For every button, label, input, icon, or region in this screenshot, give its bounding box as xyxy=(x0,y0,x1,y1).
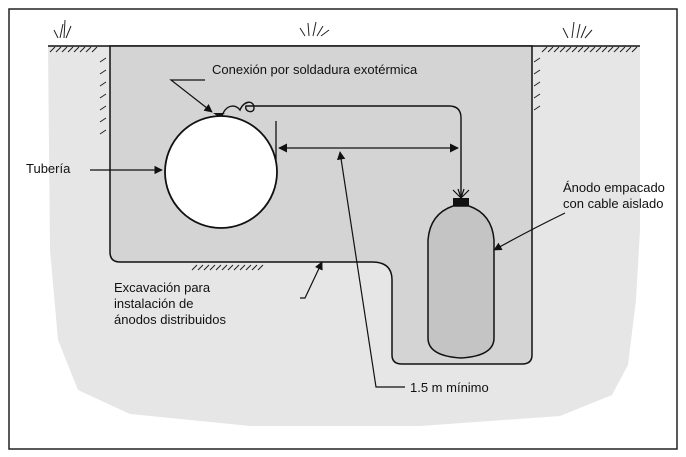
pipe-label: Tubería xyxy=(26,161,71,176)
pipe-cross-section xyxy=(164,115,278,229)
excavation-leader xyxy=(300,261,323,299)
anode-label-line2: con cable aislado xyxy=(563,196,663,211)
insulated-cable xyxy=(221,101,462,198)
distance-label: 1.5 m mínimo xyxy=(410,380,489,395)
packaged-anode xyxy=(427,188,495,359)
connection-label: Conexión por soldadura exotérmica xyxy=(212,62,418,77)
excavation-label-line3: ánodos distribuidos xyxy=(114,312,227,327)
excavation-label-line1: Excavación para xyxy=(114,280,211,295)
connection-leader xyxy=(169,79,213,113)
anode-leader xyxy=(493,212,566,251)
grass-tufts xyxy=(53,19,593,39)
anode-label-line1: Ánodo empacado xyxy=(563,180,665,195)
excavation-label-line2: instalación de xyxy=(114,296,194,311)
ground-hatching xyxy=(49,46,638,271)
distance-leader xyxy=(336,151,405,388)
